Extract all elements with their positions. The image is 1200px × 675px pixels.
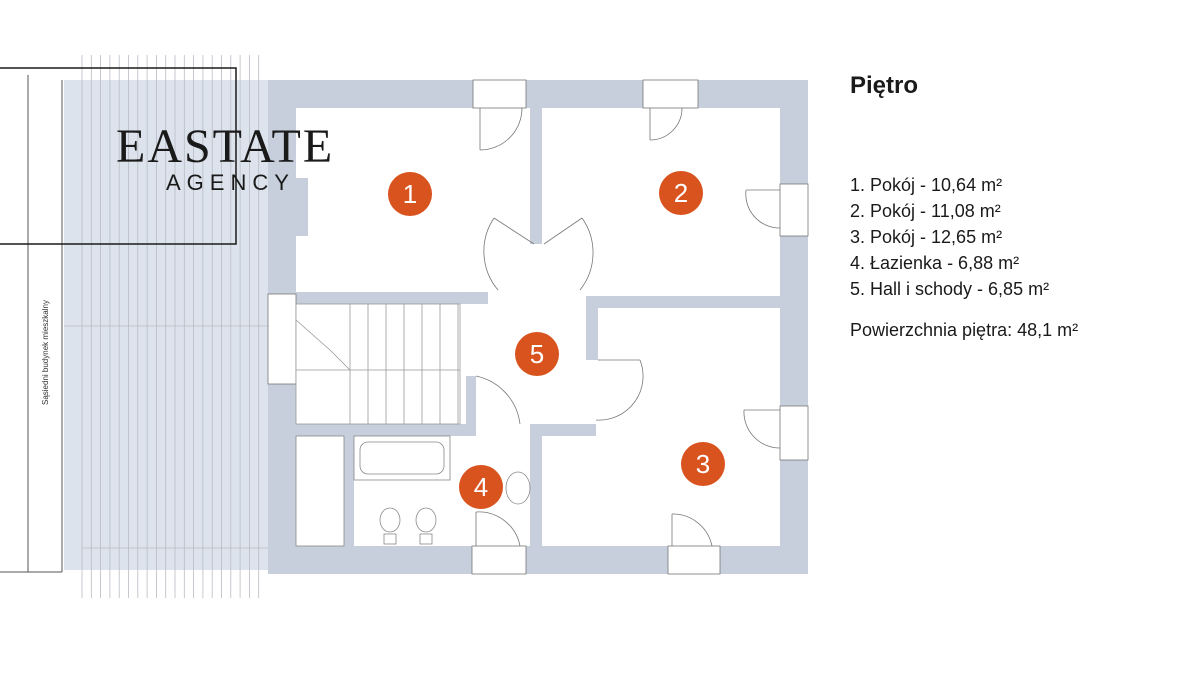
legend-room-1: 1. Pokój - 10,64 m² — [850, 175, 1003, 195]
neighbour-label: Sąsiedni budynek mieszkalny — [41, 300, 50, 405]
legend-room-4: 4. Łazienka - 6,88 m² — [850, 253, 1020, 273]
bidet-icon — [415, 507, 437, 533]
room-legend: Piętro 1. Pokój - 10,64 m² 2. Pokój - 11… — [850, 72, 1180, 341]
room-marker-2: 2 — [659, 171, 703, 215]
neighbour-building: Sąsiedni budynek mieszkalny — [0, 75, 63, 573]
logo-main-text: EASTATE — [116, 120, 334, 173]
total-area: Powierzchnia piętra: 48,1 m² — [850, 320, 1079, 340]
staircase — [295, 303, 461, 425]
legend-room-5: 5. Hall i schody - 6,85 m² — [850, 279, 1050, 299]
legend-room-2: 2. Pokój - 11,08 m² — [850, 201, 1001, 221]
room-marker-2-label: 2 — [674, 178, 688, 208]
room-marker-4: 4 — [459, 465, 503, 509]
logo-sub-text: AGENCY — [166, 170, 295, 195]
room-marker-4-label: 4 — [474, 472, 488, 502]
room-marker-5-label: 5 — [530, 339, 544, 369]
bathroom-fixtures — [295, 435, 531, 547]
sink-icon — [505, 471, 531, 505]
room-marker-1: 1 — [388, 172, 432, 216]
door-swings — [475, 107, 781, 547]
room-marker-3: 3 — [681, 442, 725, 486]
room-marker-5: 5 — [515, 332, 559, 376]
windows — [267, 79, 809, 575]
room-markers: 1 2 3 4 5 — [388, 171, 725, 509]
terrace-planks — [81, 55, 260, 598]
legend-room-3: 3. Pokój - 12,65 m² — [850, 227, 1003, 247]
toilet-icon — [379, 507, 401, 533]
floor-title: Piętro — [850, 72, 919, 99]
room-marker-3-label: 3 — [696, 449, 710, 479]
walls — [268, 80, 808, 574]
logo-watermark: EASTATE AGENCY — [0, 67, 334, 245]
room-marker-1-label: 1 — [403, 179, 417, 209]
